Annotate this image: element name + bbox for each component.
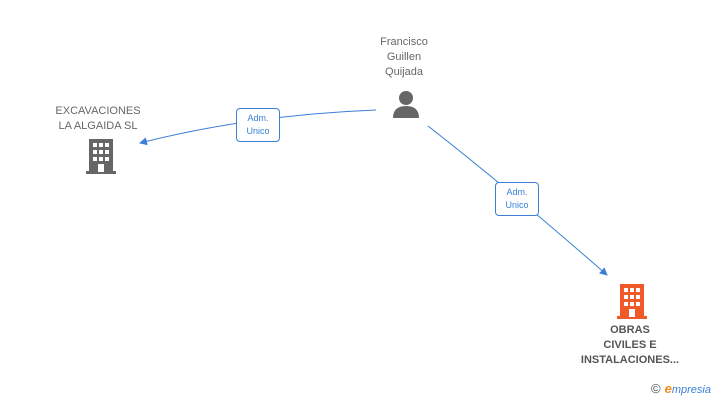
edge-label-excavaciones-line-2: Unico — [246, 126, 270, 136]
person-name-line-1: Francisco — [380, 36, 428, 48]
building-icon-excavaciones[interactable] — [85, 139, 117, 175]
brand-name: mpresia — [671, 383, 711, 396]
person-name-label: Francisco Guillen Quijada — [364, 35, 444, 80]
person-name-line-3: Quijada — [385, 66, 423, 78]
copyright-icon: © — [651, 380, 661, 396]
edge-label-excavaciones-line-1: Adm. — [247, 113, 269, 123]
company-excavaciones-line-1: EXCAVACIONES — [55, 105, 141, 117]
company-obras-line-2: CIVILES E — [603, 339, 657, 351]
edge-label-obras-line-2: Unico — [505, 200, 529, 210]
brand-initial: e — [664, 380, 672, 396]
company-excavaciones-line-2: LA ALGAIDA SL — [58, 120, 138, 132]
building-icon-obras[interactable] — [616, 284, 648, 320]
company-obras-label: OBRAS CIVILES E INSTALACIONES... — [568, 323, 692, 368]
edge-label-excavaciones[interactable]: Adm. Unico — [236, 108, 280, 142]
empresia-logo: © empresia — [651, 379, 711, 397]
edge-label-obras[interactable]: Adm. Unico — [495, 182, 539, 216]
person-name-line-2: Guillen — [386, 51, 422, 63]
company-excavaciones-label: EXCAVACIONES LA ALGAIDA SL — [43, 104, 153, 134]
company-obras-line-3: INSTALACIONES... — [580, 354, 680, 366]
company-obras-line-1: OBRAS — [610, 324, 650, 336]
person-icon[interactable] — [391, 89, 421, 119]
edge-label-obras-line-1: Adm. — [506, 187, 528, 197]
